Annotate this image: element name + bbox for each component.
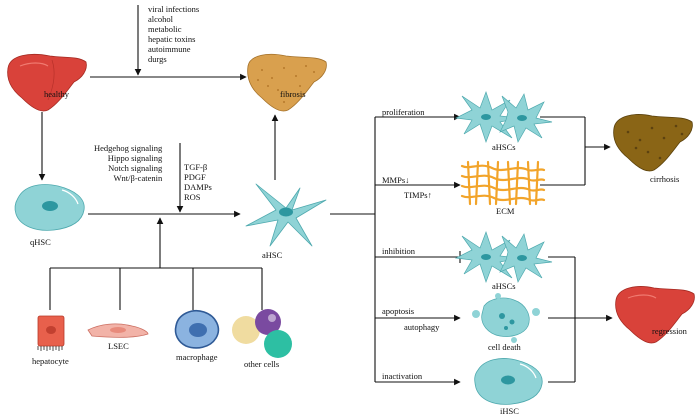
fibrosis-liver-image xyxy=(247,53,327,112)
cause-item: autoimmune xyxy=(148,44,191,54)
ecm-mesh-image xyxy=(460,160,546,206)
mmps-label: MMPs↓ xyxy=(382,175,410,185)
pathway-item: Hippo signaling xyxy=(107,153,163,163)
hepatocyte-image xyxy=(37,315,65,351)
healthy-liver-image xyxy=(7,53,87,112)
healthy-label: healthy xyxy=(44,89,70,99)
other-cells-image xyxy=(232,309,292,358)
cause-item: alcohol xyxy=(148,14,174,24)
qhsc-label: qHSC xyxy=(30,237,51,247)
proliferation-label: proliferation xyxy=(382,107,425,117)
ihsc-cell-image xyxy=(474,358,543,405)
ahsc-center-label: aHSC xyxy=(262,250,283,260)
apoptosis-label: apoptosis xyxy=(382,306,415,316)
ahscs-bottom-label: aHSCs xyxy=(492,281,516,291)
causes-list: viral infections alcohol metabolic hepat… xyxy=(148,4,199,64)
ihsc-label: iHSC xyxy=(500,406,519,416)
ahscs-top-cells-image xyxy=(454,90,553,144)
ahsc-center-cell-image xyxy=(245,183,327,247)
regression-liver-image xyxy=(615,286,695,344)
factors-list: TGF-β PDGF DAMPs ROS xyxy=(184,162,212,202)
factor-item: ROS xyxy=(184,192,201,202)
inactivation-label: inactivation xyxy=(382,371,423,381)
ahscs-bottom-cells-image xyxy=(454,230,553,284)
regression-label: regression xyxy=(652,326,687,336)
factor-item: DAMPs xyxy=(184,182,212,192)
timps-label: TIMPs↑ xyxy=(404,190,432,200)
pathway-item: Notch signaling xyxy=(108,163,163,173)
macrophage-image xyxy=(174,310,220,349)
factor-item: PDGF xyxy=(184,172,206,182)
cell-death-image xyxy=(472,293,540,343)
lsec-image xyxy=(87,323,149,338)
fibrosis-label: fibrosis xyxy=(280,89,306,99)
pathway-item: Hedgehog signaling xyxy=(94,143,163,153)
factor-item: TGF-β xyxy=(184,162,208,172)
signaling-pathways-list: Hedgehog signaling Hippo signaling Notch… xyxy=(94,143,162,183)
ecm-label: ECM xyxy=(496,206,515,216)
other-cells-label: other cells xyxy=(244,359,280,369)
cause-item: metabolic xyxy=(148,24,182,34)
pathway-item: Wnt/β-catenin xyxy=(113,173,163,183)
cell-death-label: cell death xyxy=(488,342,521,352)
lsec-label: LSEC xyxy=(108,341,129,351)
cause-item: hepatic toxins xyxy=(148,34,196,44)
cirrhosis-label: cirrhosis xyxy=(650,174,680,184)
autophagy-label: autophagy xyxy=(404,322,440,332)
cause-item: durgs xyxy=(148,54,167,64)
qhsc-cell-image xyxy=(14,184,85,231)
macrophage-label: macrophage xyxy=(176,352,218,362)
cirrhosis-liver-image xyxy=(613,114,693,172)
hepatocyte-label: hepatocyte xyxy=(32,356,69,366)
connectors xyxy=(38,5,613,386)
ahscs-top-label: aHSCs xyxy=(492,142,516,152)
inhibition-label: inhibition xyxy=(382,246,416,256)
cause-item: viral infections xyxy=(148,4,200,14)
